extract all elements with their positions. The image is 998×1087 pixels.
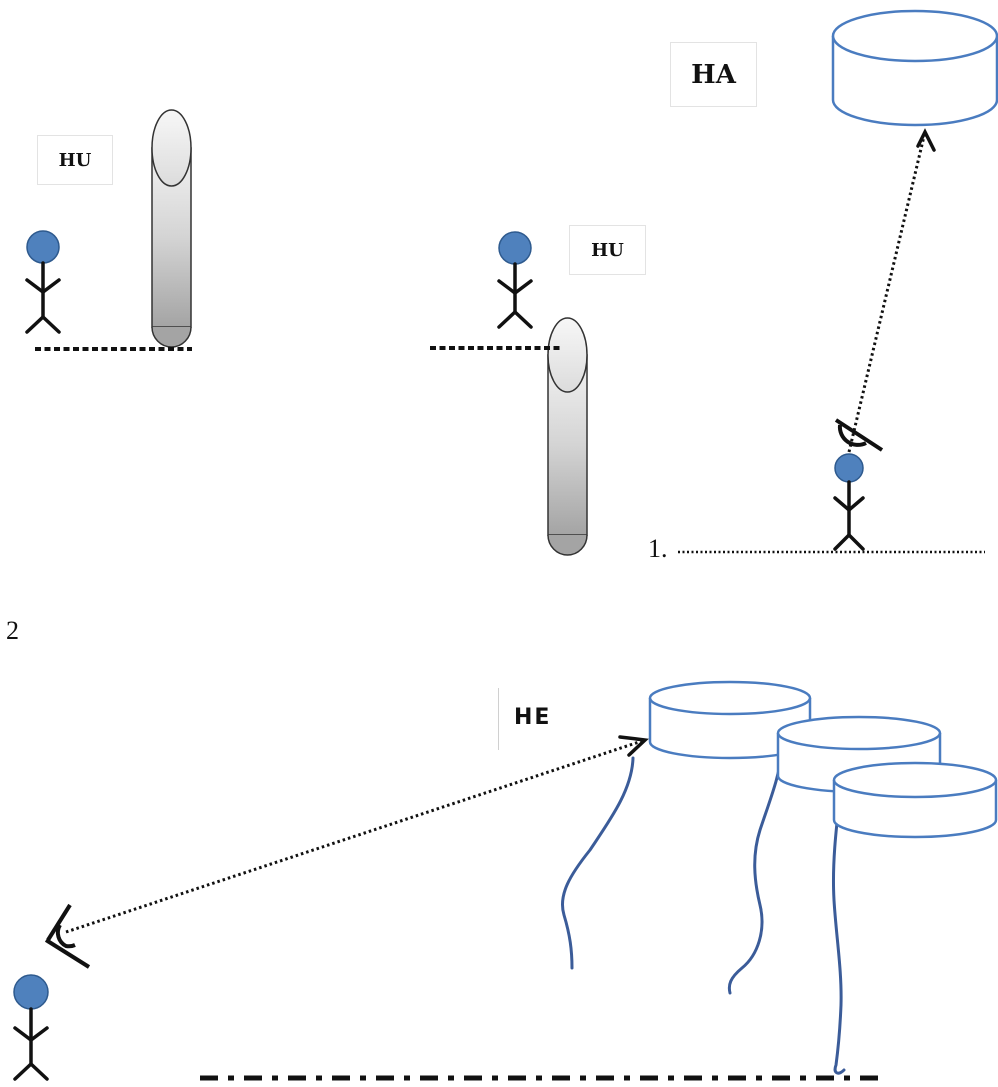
marker-one: 1. bbox=[648, 534, 668, 563]
label-ha-text: HA bbox=[691, 59, 736, 90]
label-he-divider bbox=[498, 688, 499, 750]
stick-figure-icon bbox=[833, 453, 865, 551]
protractor-icon bbox=[834, 418, 884, 452]
cylinder-shape bbox=[151, 109, 192, 348]
label-ha: HA bbox=[670, 42, 757, 107]
disc-shape bbox=[832, 761, 998, 839]
cylinder-shape bbox=[547, 317, 588, 556]
protractor-icon bbox=[44, 903, 91, 969]
disc-shape bbox=[831, 9, 998, 127]
sight-line bbox=[847, 128, 936, 453]
label-he: HE bbox=[514, 705, 552, 730]
label-hu-middle: HU bbox=[569, 225, 646, 275]
stick-figure-icon bbox=[13, 974, 49, 1081]
label-hu-left: HU bbox=[37, 135, 113, 185]
marker-two: 2 bbox=[6, 616, 19, 645]
label-hu-left-text: HU bbox=[58, 149, 92, 171]
sight-line bbox=[65, 735, 649, 934]
disc-shape bbox=[648, 680, 812, 760]
stick-figure-icon bbox=[25, 230, 61, 334]
stick-figure-icon bbox=[497, 231, 533, 329]
tail-line bbox=[561, 748, 846, 1075]
label-hu-middle-text: HU bbox=[591, 239, 624, 261]
